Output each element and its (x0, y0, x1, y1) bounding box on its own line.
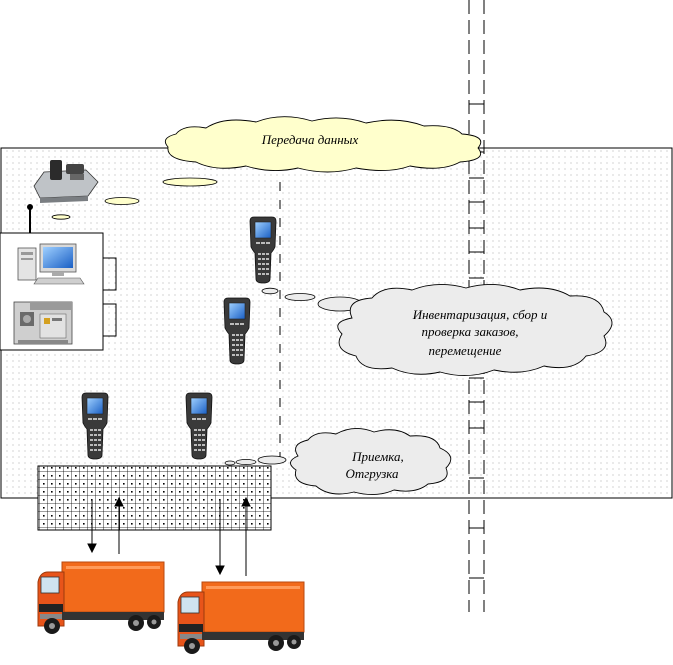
cloud-bubble (224, 460, 236, 466)
delivery-truck-icon (177, 581, 305, 655)
cloud-bubble (51, 214, 71, 220)
label-printer-icon (13, 301, 73, 345)
connector-dot (27, 204, 33, 210)
cloud-bubble (162, 177, 218, 187)
cloud-bubble (257, 455, 287, 465)
cloud-bubble (284, 293, 316, 301)
docking-cradle-icon (33, 160, 99, 203)
inventory-label-line2: проверка заказов, (421, 324, 518, 339)
cloud-bubble (261, 287, 279, 295)
receiving-label-line2: Отгрузка (345, 466, 399, 481)
flow-arrows (87, 496, 251, 576)
loading-dock (37, 465, 272, 531)
data-transfer-label: Передача данных (261, 132, 359, 147)
cloud-bubble (235, 459, 257, 465)
cloud-bubble (104, 197, 140, 205)
cloud-inventory: Инвентаризация, сбор и проверка заказов,… (337, 284, 613, 376)
inventory-label-line3: перемещение (429, 343, 502, 358)
desktop-computer-icon (17, 243, 85, 285)
cloud-receiving: Приемка, Отгрузка (290, 428, 452, 495)
delivery-truck-icon (37, 561, 165, 635)
bracket (103, 303, 117, 337)
bracket (103, 257, 117, 291)
receiving-label-line1: Приемка, (351, 449, 404, 464)
inventory-label-line1: Инвентаризация, сбор и (412, 307, 548, 322)
cloud-data-transfer: Передача данных (164, 116, 482, 173)
